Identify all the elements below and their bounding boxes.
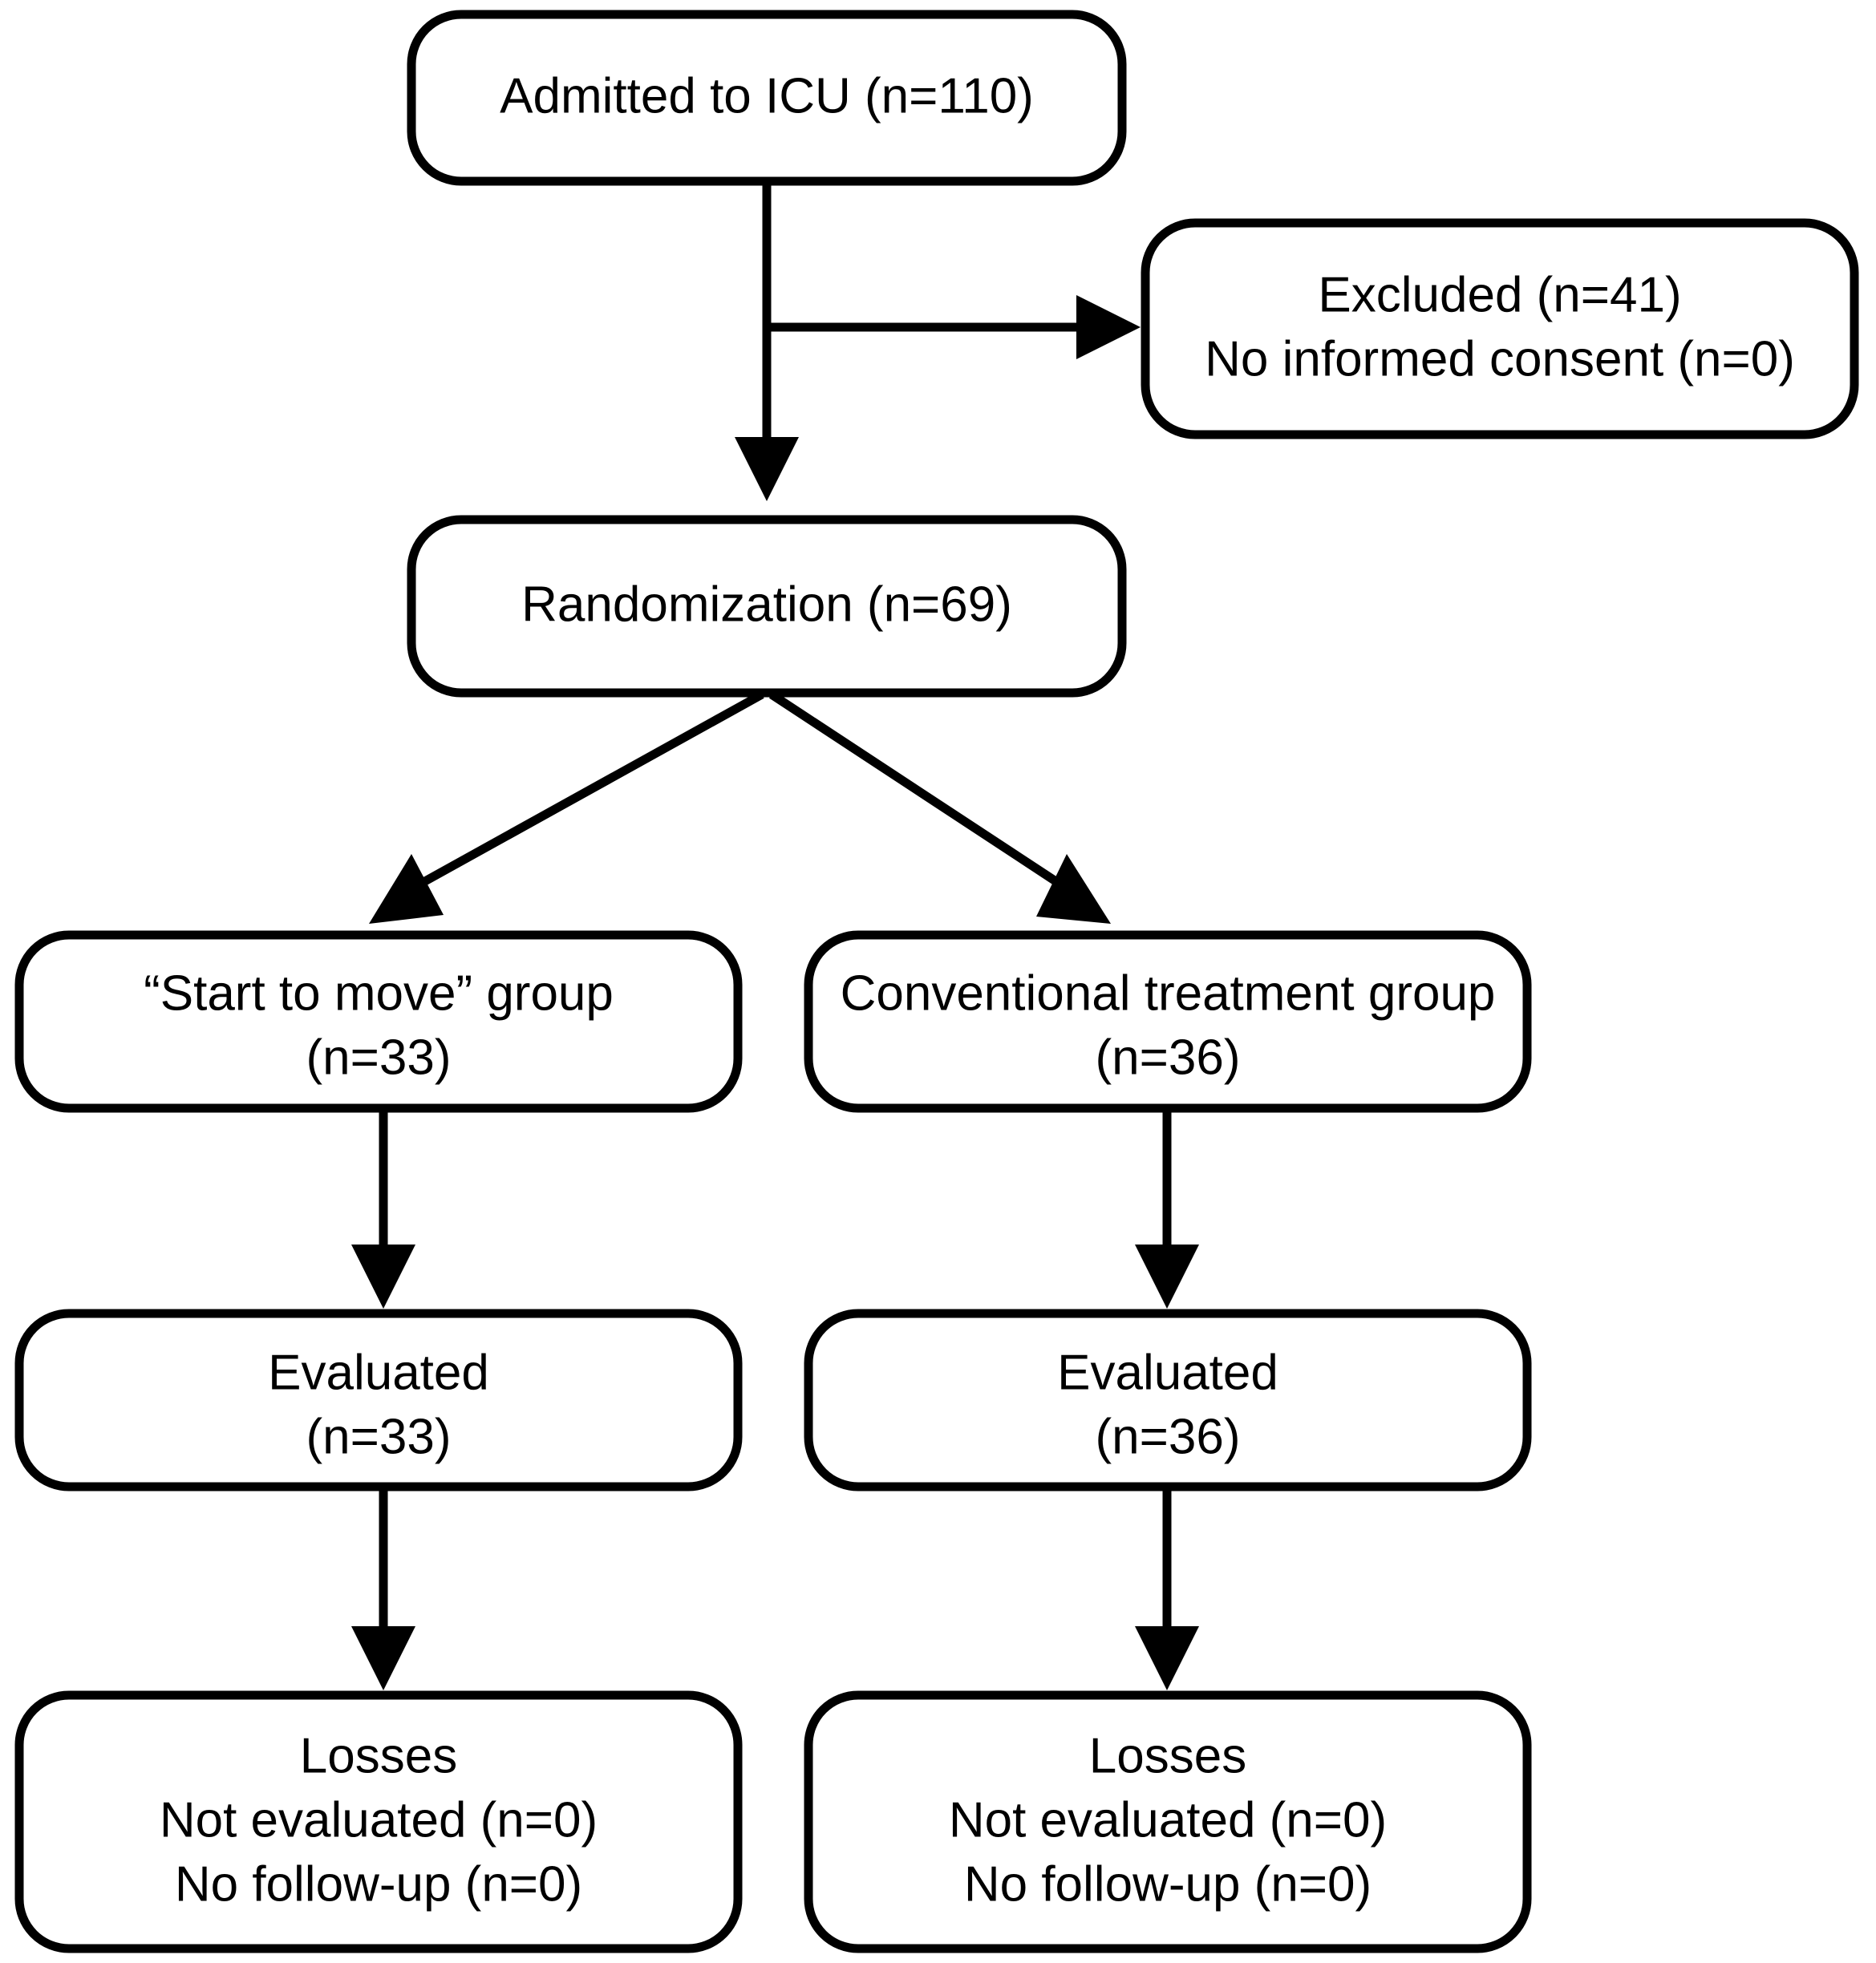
connector-evaluated-right-to-losses-right [1135, 1487, 1199, 1690]
connector-group-right-to-evaluated-right [1135, 1107, 1199, 1309]
start-to-move-group-label: “Start to move” group [144, 965, 614, 1021]
excluded-reason-label: No informed consent (n=0) [1205, 331, 1795, 387]
evaluated-right-box[interactable] [804, 1309, 1532, 1491]
losses-right-not-evaluated: Not evaluated (n=0) [949, 1792, 1387, 1848]
losses-right-box[interactable] [804, 1690, 1532, 1953]
evaluated-right-count: (n=36) [1096, 1409, 1241, 1464]
start-to-move-group-count: (n=33) [306, 1030, 452, 1085]
conventional-treatment-group-count: (n=36) [1096, 1030, 1241, 1085]
randomization-label: Randomization (n=69) [521, 577, 1012, 632]
connector-admitted-to-excluded [767, 295, 1141, 359]
randomization-box[interactable] [407, 515, 1127, 698]
node-evaluated-left[interactable]: Evaluated (n=33) [14, 1309, 743, 1491]
evaluated-left-box[interactable] [14, 1309, 743, 1491]
excluded-label: Excluded (n=41) [1318, 267, 1681, 322]
losses-right-label: Losses [1089, 1728, 1246, 1783]
node-admitted-to-icu[interactable]: Admitted to ICU (n=110) [407, 10, 1127, 186]
losses-left-no-follow-up: No follow-up (n=0) [175, 1856, 582, 1912]
losses-right-no-follow-up: No follow-up (n=0) [964, 1856, 1372, 1912]
excluded-box[interactable] [1141, 218, 1859, 439]
node-excluded[interactable]: Excluded (n=41) No informed consent (n=0… [1141, 218, 1859, 439]
node-conventional-treatment-group[interactable]: Conventional treatment group (n=36) [804, 930, 1532, 1113]
connector-group-left-to-evaluated-left [351, 1107, 415, 1309]
admitted-to-icu-box[interactable] [407, 10, 1127, 186]
evaluated-left-label: Evaluated [268, 1345, 489, 1400]
evaluated-left-count: (n=33) [306, 1409, 452, 1464]
losses-left-not-evaluated: Not evaluated (n=0) [160, 1792, 598, 1848]
node-randomization[interactable]: Randomization (n=69) [407, 515, 1127, 698]
connector-evaluated-left-to-losses-left [351, 1487, 415, 1690]
admitted-to-icu-label: Admitted to ICU (n=110) [500, 68, 1034, 123]
connector-randomization-to-group-right [768, 690, 1111, 924]
connector-randomization-to-group-left [369, 690, 764, 924]
conventional-treatment-group-label: Conventional treatment group [841, 965, 1496, 1021]
connector-admitted-to-randomization [735, 183, 799, 501]
start-to-move-group-box[interactable] [14, 930, 743, 1113]
node-losses-right[interactable]: Losses Not evaluated (n=0) No follow-up … [804, 1690, 1532, 1953]
evaluated-right-label: Evaluated [1057, 1345, 1278, 1400]
node-losses-left[interactable]: Losses Not evaluated (n=0) No follow-up … [14, 1690, 743, 1953]
node-start-to-move-group[interactable]: “Start to move” group (n=33) [14, 930, 743, 1113]
node-evaluated-right[interactable]: Evaluated (n=36) [804, 1309, 1532, 1491]
losses-left-label: Losses [300, 1728, 457, 1783]
conventional-treatment-group-box[interactable] [804, 930, 1532, 1113]
losses-left-box[interactable] [14, 1690, 743, 1953]
